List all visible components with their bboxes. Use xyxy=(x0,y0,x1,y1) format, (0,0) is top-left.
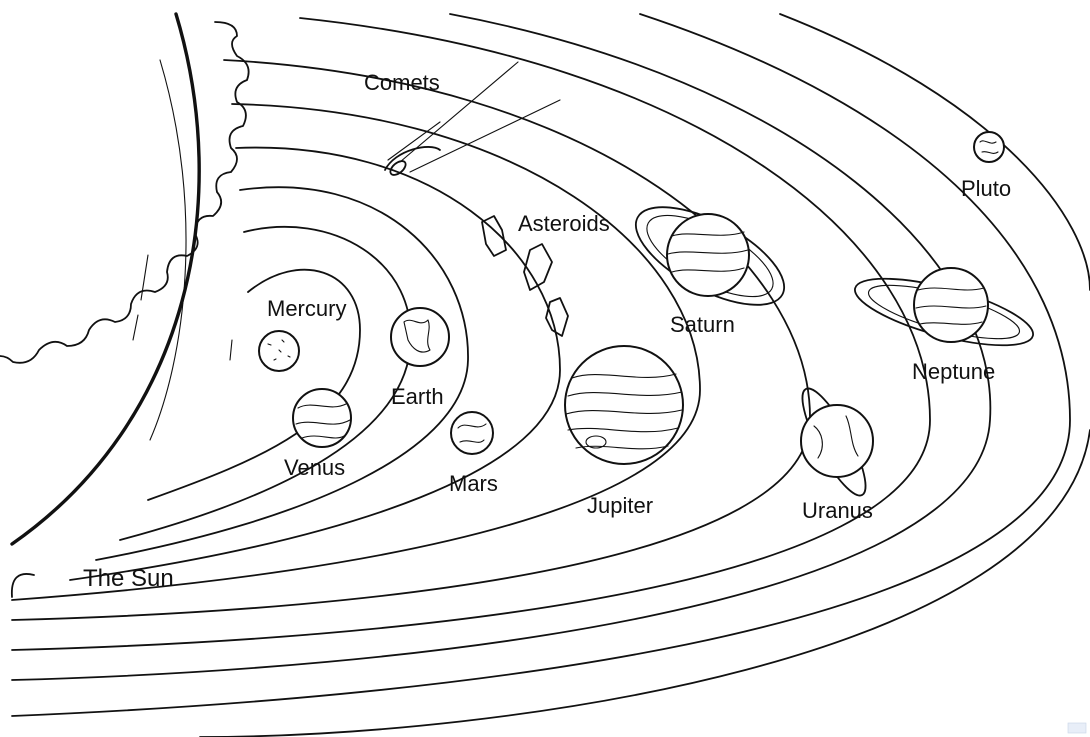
mercury-label: Mercury xyxy=(267,296,346,321)
asteroid-2 xyxy=(523,243,553,291)
asteroid-1 xyxy=(481,215,507,257)
comets-label: Comets xyxy=(364,70,440,95)
neptune: Neptune xyxy=(854,267,1034,384)
mercury-planet xyxy=(258,330,300,372)
orbit-neptune xyxy=(11,13,992,681)
uranus-planet xyxy=(800,404,874,478)
pluto-planet xyxy=(973,131,1005,163)
jupiter: Jupiter xyxy=(564,345,684,518)
orbit-outer xyxy=(779,13,1090,291)
venus: Venus xyxy=(284,388,352,480)
venus-planet xyxy=(292,388,352,448)
sun-label: The Sun xyxy=(83,565,174,592)
earth: Earth xyxy=(390,307,450,409)
jupiter-planet xyxy=(564,345,684,465)
orbit-pluto xyxy=(11,13,1071,717)
asteroid-3 xyxy=(545,297,569,337)
jupiter-label: Jupiter xyxy=(587,493,653,518)
earth-label: Earth xyxy=(391,384,444,409)
mars-planet xyxy=(450,411,494,455)
mercury: Mercury xyxy=(258,296,346,372)
mars-label: Mars xyxy=(449,471,498,496)
orbit-mars xyxy=(69,146,561,581)
sun-flames xyxy=(0,21,250,364)
comet: Comets xyxy=(364,61,561,176)
orbit-jupiter xyxy=(11,103,701,601)
orbit-mercury xyxy=(147,268,361,501)
watermark-logo xyxy=(1067,722,1087,734)
orbit-uranus xyxy=(11,17,931,651)
neptune-planet xyxy=(913,267,989,343)
saturn: Saturn xyxy=(634,206,786,337)
pluto: Pluto xyxy=(961,131,1011,201)
orbit-venus xyxy=(119,226,412,541)
orbit-outer-bottom xyxy=(199,429,1090,737)
asteroids: Asteroids xyxy=(481,211,610,337)
earth-planet xyxy=(390,307,450,367)
mars: Mars xyxy=(449,411,498,496)
orbit-earth xyxy=(95,186,469,561)
sun: The Sun xyxy=(0,12,250,598)
saturn-planet xyxy=(666,213,750,297)
saturn-label: Saturn xyxy=(670,312,735,337)
uranus: Uranus xyxy=(800,387,874,523)
venus-label: Venus xyxy=(284,455,345,480)
pluto-label: Pluto xyxy=(961,176,1011,201)
neptune-label: Neptune xyxy=(912,359,995,384)
uranus-label: Uranus xyxy=(802,498,873,523)
asteroids-label: Asteroids xyxy=(518,211,610,236)
